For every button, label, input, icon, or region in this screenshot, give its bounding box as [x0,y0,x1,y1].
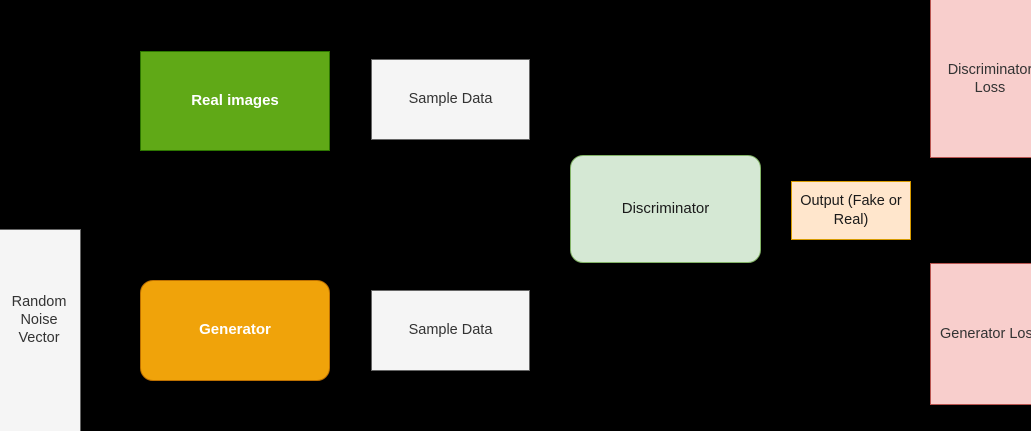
node-real-images-label: Real images [191,91,279,109]
node-discriminator-loss[interactable]: Discriminator Loss [930,0,1031,158]
node-discriminator[interactable]: Discriminator [570,155,761,263]
node-generator-loss-label: Generator Loss [940,325,1031,342]
node-discriminator-loss-label: Discriminator Loss [947,61,1031,96]
node-sample-data-fake-label: Sample Data [408,322,493,339]
node-sample-data-real[interactable]: Sample Data [371,59,530,140]
node-generator-label: Generator [199,321,271,339]
node-real-images[interactable]: Real images [140,51,330,151]
node-output-label: Output (Fake or Real) [800,193,902,228]
node-generator[interactable]: Generator [140,280,330,381]
node-output[interactable]: Output (Fake or Real) [791,181,911,240]
node-random-noise-vector[interactable]: Random Noise Vector [0,229,81,431]
node-random-noise-vector-label: Random Noise Vector [11,293,67,347]
node-generator-loss[interactable]: Generator Loss [930,263,1031,405]
node-sample-data-fake[interactable]: Sample Data [371,290,530,371]
node-sample-data-real-label: Sample Data [408,91,493,108]
node-discriminator-label: Discriminator [621,199,710,217]
